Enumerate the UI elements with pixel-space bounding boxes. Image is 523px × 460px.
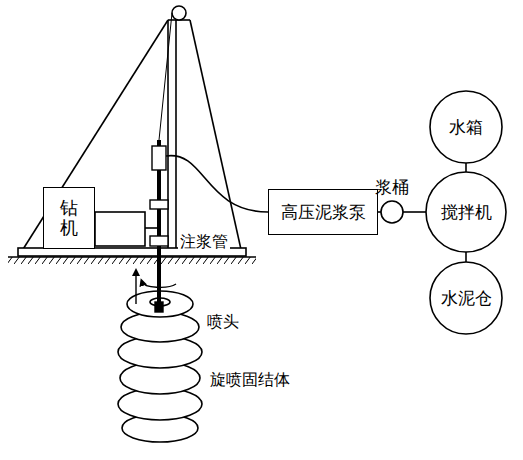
pipe-connector <box>465 163 467 172</box>
cable <box>159 13 172 140</box>
part-label: 注浆管 <box>178 232 230 251</box>
circle-outline <box>380 200 404 224</box>
part-label: 旋喷固结体 <box>208 370 292 389</box>
lift-arrow <box>135 272 136 304</box>
high-pressure-hose <box>166 156 268 212</box>
node-text: 水泥仓 <box>441 288 492 308</box>
node-text: 水箱 <box>449 117 483 137</box>
node-text: 钻机 <box>60 198 78 238</box>
process-box: 钻机 <box>43 187 95 249</box>
rig-frame <box>18 20 246 256</box>
node-text: 高压泥浆泵 <box>281 202 366 222</box>
tank-circle: 搅拌机 <box>425 171 507 253</box>
rotation-arrow <box>142 282 176 287</box>
pipe-connector <box>465 252 467 262</box>
pipe-connector <box>403 211 426 213</box>
grouted-column <box>118 291 202 442</box>
process-box: 高压泥浆泵 <box>268 189 378 235</box>
pulley <box>172 6 186 20</box>
node-text: 浆桶 <box>375 177 409 197</box>
tank-circle: 水箱 <box>429 90 503 164</box>
ground-hatch <box>8 257 256 264</box>
node-text: 搅拌机 <box>441 202 492 222</box>
tank-circle: 水泥仓 <box>429 261 503 335</box>
part-label: 喷头 <box>205 312 241 331</box>
tank-circle: 浆桶 <box>380 200 404 224</box>
